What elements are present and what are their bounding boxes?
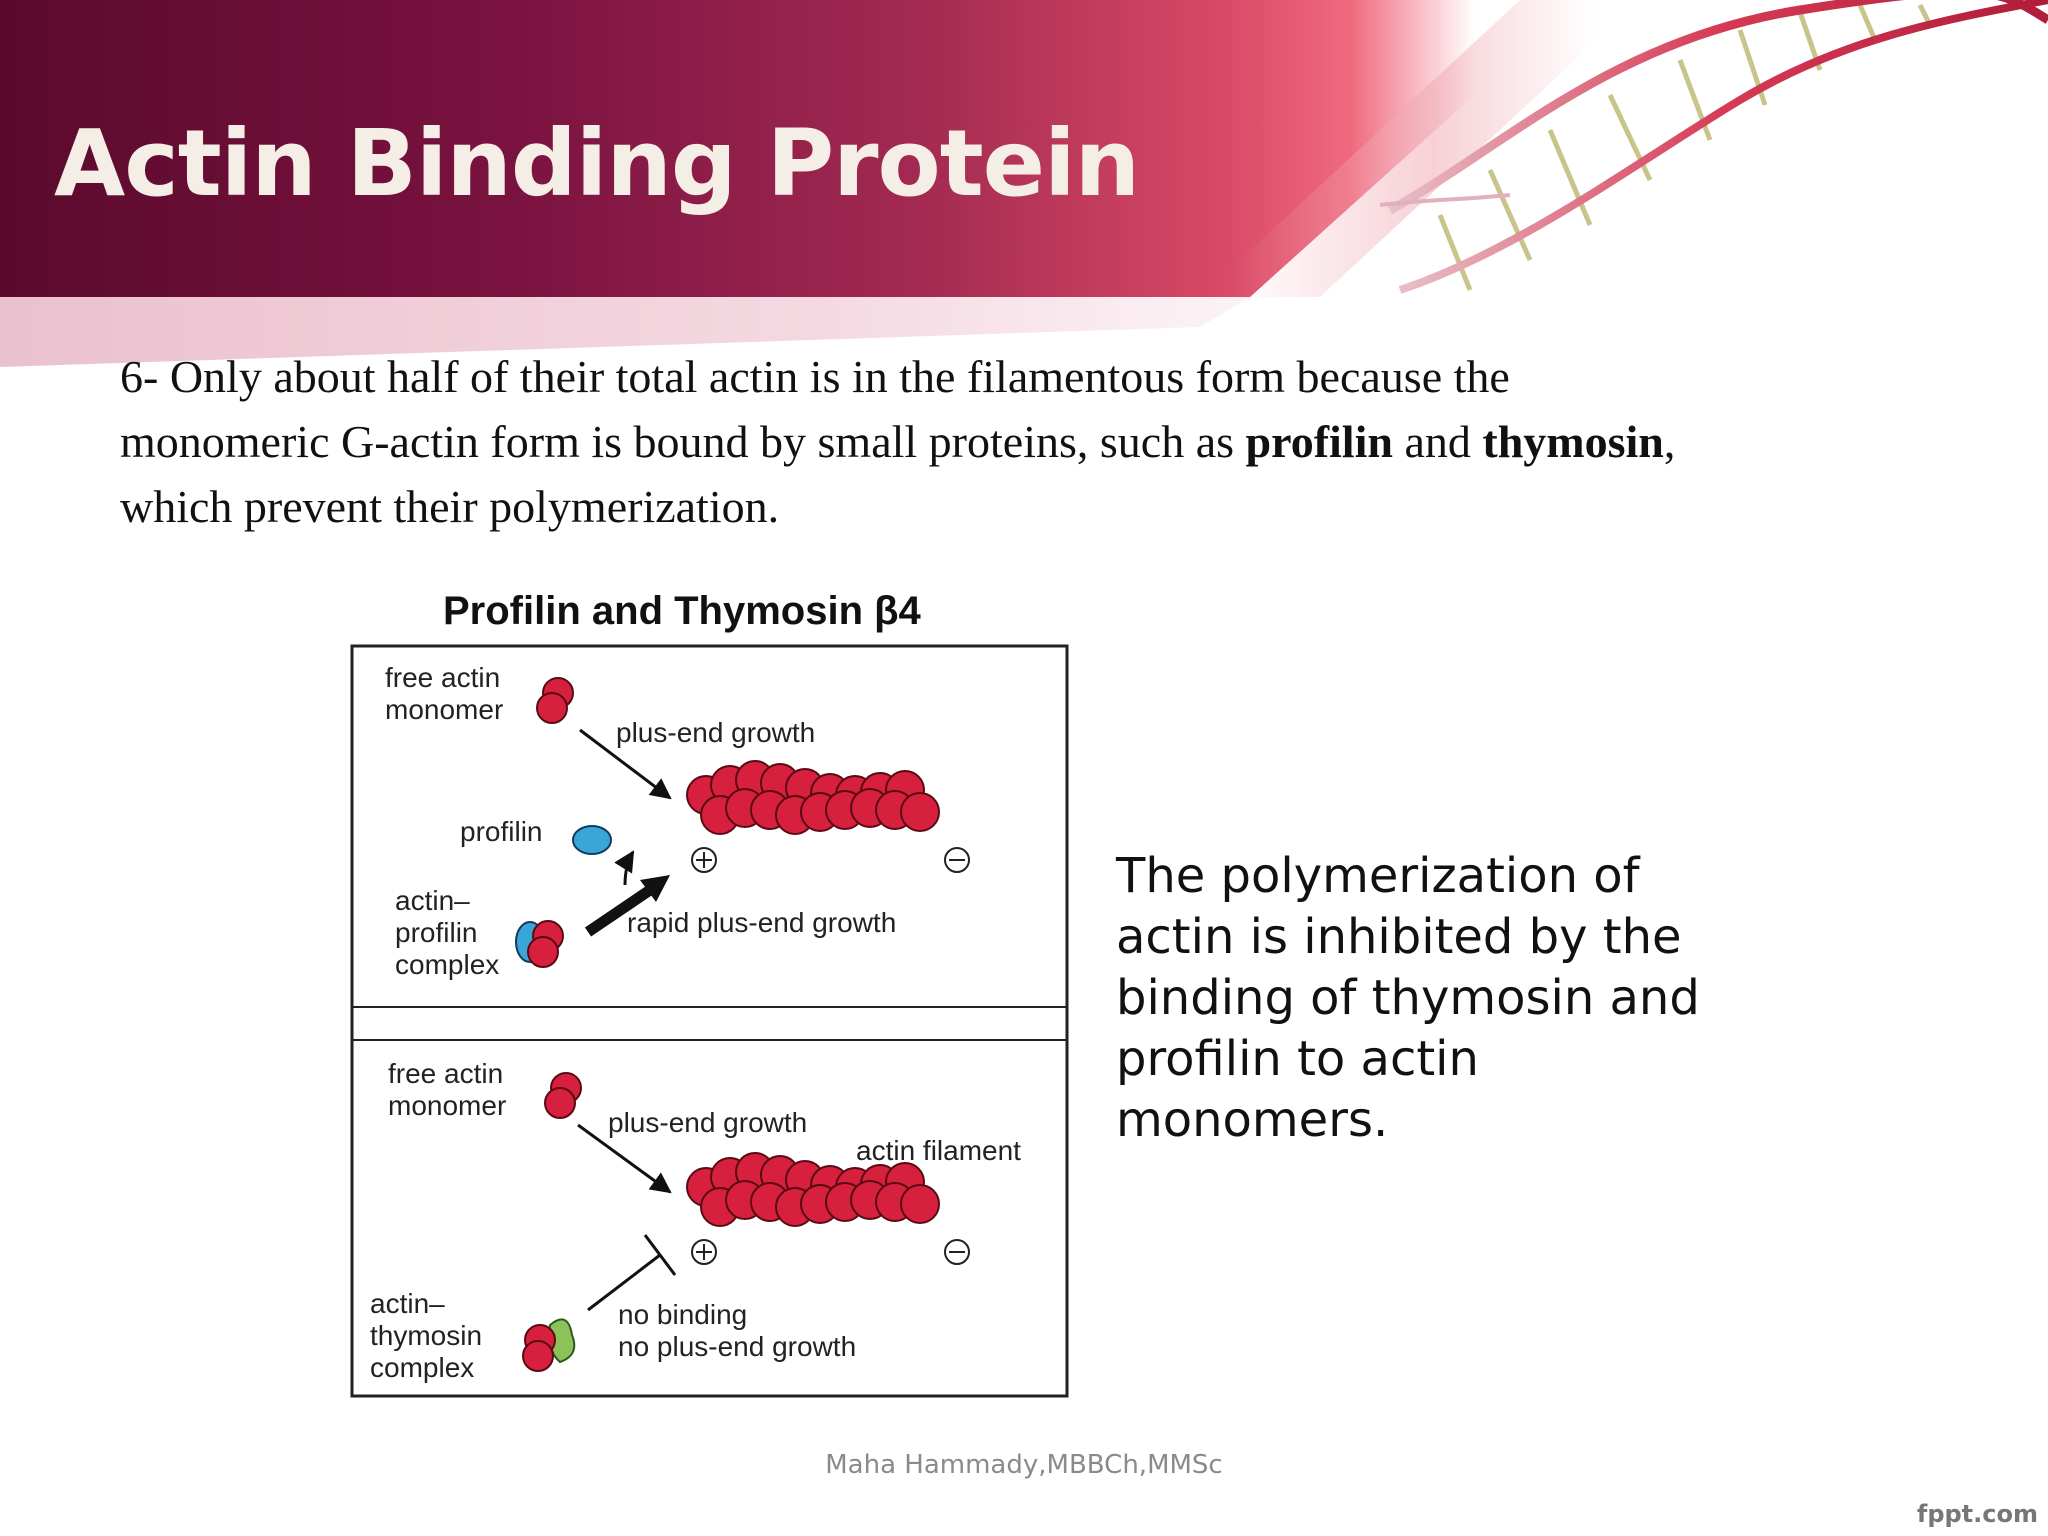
bottom-no-binding-label: no binding xyxy=(618,1299,747,1330)
bottom-growth-arrow xyxy=(577,1123,672,1194)
dna-helix-image xyxy=(1380,0,2048,294)
bottom-minus-symbol xyxy=(944,1239,970,1265)
top-rapid-growth-label: rapid plus-end growth xyxy=(627,907,896,938)
side-caption: The polymerization of actin is inhibited… xyxy=(1116,848,1700,1148)
top-complex-label-1: actin– xyxy=(395,885,470,916)
bottom-free-actin-monomer xyxy=(544,1072,582,1119)
top-complex-label-2: profilin xyxy=(395,917,477,948)
bottom-free-actin-label-2: monomer xyxy=(388,1090,506,1121)
top-release-arrow xyxy=(614,850,635,886)
top-rapid-growth-arrowhead xyxy=(640,875,670,902)
paragraph-bold-thymosin: thymosin xyxy=(1482,416,1664,467)
bottom-actin-thymosin-complex xyxy=(522,1318,576,1372)
top-rapid-growth-arrow xyxy=(584,885,654,937)
bottom-blocked-arrow xyxy=(587,1234,677,1312)
paragraph-bold-profilin: profilin xyxy=(1245,416,1393,467)
bottom-free-actin-label-1: free actin xyxy=(388,1058,503,1089)
bottom-no-growth-label: no plus-end growth xyxy=(618,1331,856,1362)
top-free-actin-monomer xyxy=(536,677,574,724)
bottom-plus-end-growth-label: plus-end growth xyxy=(608,1107,807,1138)
top-profilin-label: profilin xyxy=(460,816,542,847)
bottom-complex-label-3: complex xyxy=(370,1352,474,1383)
profilin-thymosin-figure: Profilin and Thymosin β4 free actin mono… xyxy=(350,589,1069,1398)
top-profilin-icon xyxy=(572,825,612,855)
paragraph-lead: 6- Only about half of their total actin … xyxy=(120,351,1510,467)
bottom-plus-symbol xyxy=(691,1239,717,1265)
paragraph-tail: , which prevent their polymerization. xyxy=(120,416,1676,532)
top-complex-label-3: complex xyxy=(395,949,499,980)
figure-frame xyxy=(350,644,1069,1398)
top-actin-filament xyxy=(686,760,940,835)
top-free-actin-label-2: monomer xyxy=(385,694,503,725)
top-actin-profilin-complex xyxy=(515,920,564,968)
figure-title: Profilin and Thymosin β4 xyxy=(443,589,922,633)
bottom-complex-label-1: actin– xyxy=(370,1288,445,1319)
top-free-actin-label-1: free actin xyxy=(385,662,500,693)
footer-author: Maha Hammady,MBBCh,MMSc xyxy=(825,1450,1223,1480)
slide-header: Actin Binding Protein xyxy=(0,0,2048,300)
bottom-complex-label-2: thymosin xyxy=(370,1320,482,1351)
body-paragraph: 6- Only about half of their total actin … xyxy=(120,344,1720,539)
slide-title: Actin Binding Protein xyxy=(54,110,1140,217)
bottom-actin-filament-label: actin filament xyxy=(856,1135,1021,1166)
paragraph-mid: and xyxy=(1392,416,1483,467)
watermark-logo: fppt.com xyxy=(1916,1500,2038,1528)
top-growth-arrow xyxy=(579,728,672,800)
top-plus-symbol xyxy=(691,847,717,873)
top-plus-end-growth-label: plus-end growth xyxy=(616,717,815,748)
top-minus-symbol xyxy=(944,847,970,873)
bottom-actin-filament xyxy=(686,1152,940,1227)
